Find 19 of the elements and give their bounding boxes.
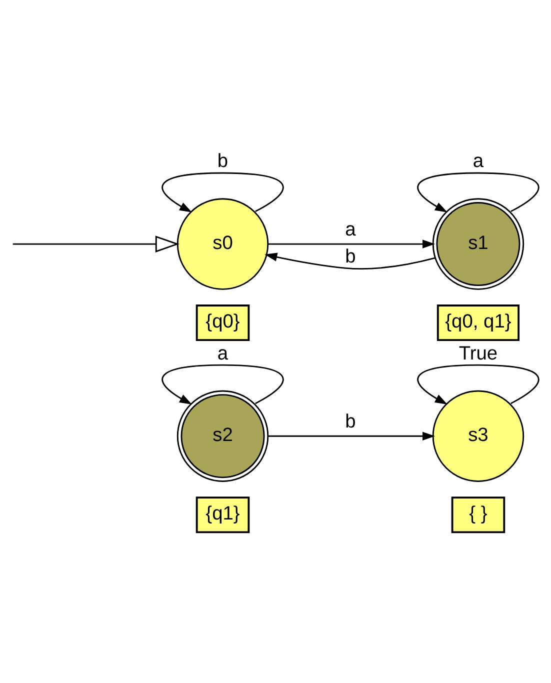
arrow [268, 431, 436, 440]
node-box: { } [451, 496, 506, 533]
edge-label: b [345, 410, 356, 432]
node-box: {q0} [196, 304, 250, 341]
edge-label: True [458, 342, 498, 364]
edge-label: a [472, 150, 484, 172]
arrow [12, 235, 180, 252]
arrow [417, 172, 540, 212]
node-box: {q1} [196, 496, 250, 533]
arrow [417, 364, 540, 404]
arrow [162, 364, 284, 404]
edge-label: b [217, 150, 228, 172]
arrow [162, 172, 284, 212]
arrow [268, 239, 436, 248]
arrow [264, 252, 436, 270]
edge-label: a [345, 218, 356, 240]
edge-label: b [345, 246, 356, 267]
node-box: {q0, q1} [436, 304, 520, 341]
edge-label: a [217, 342, 228, 364]
